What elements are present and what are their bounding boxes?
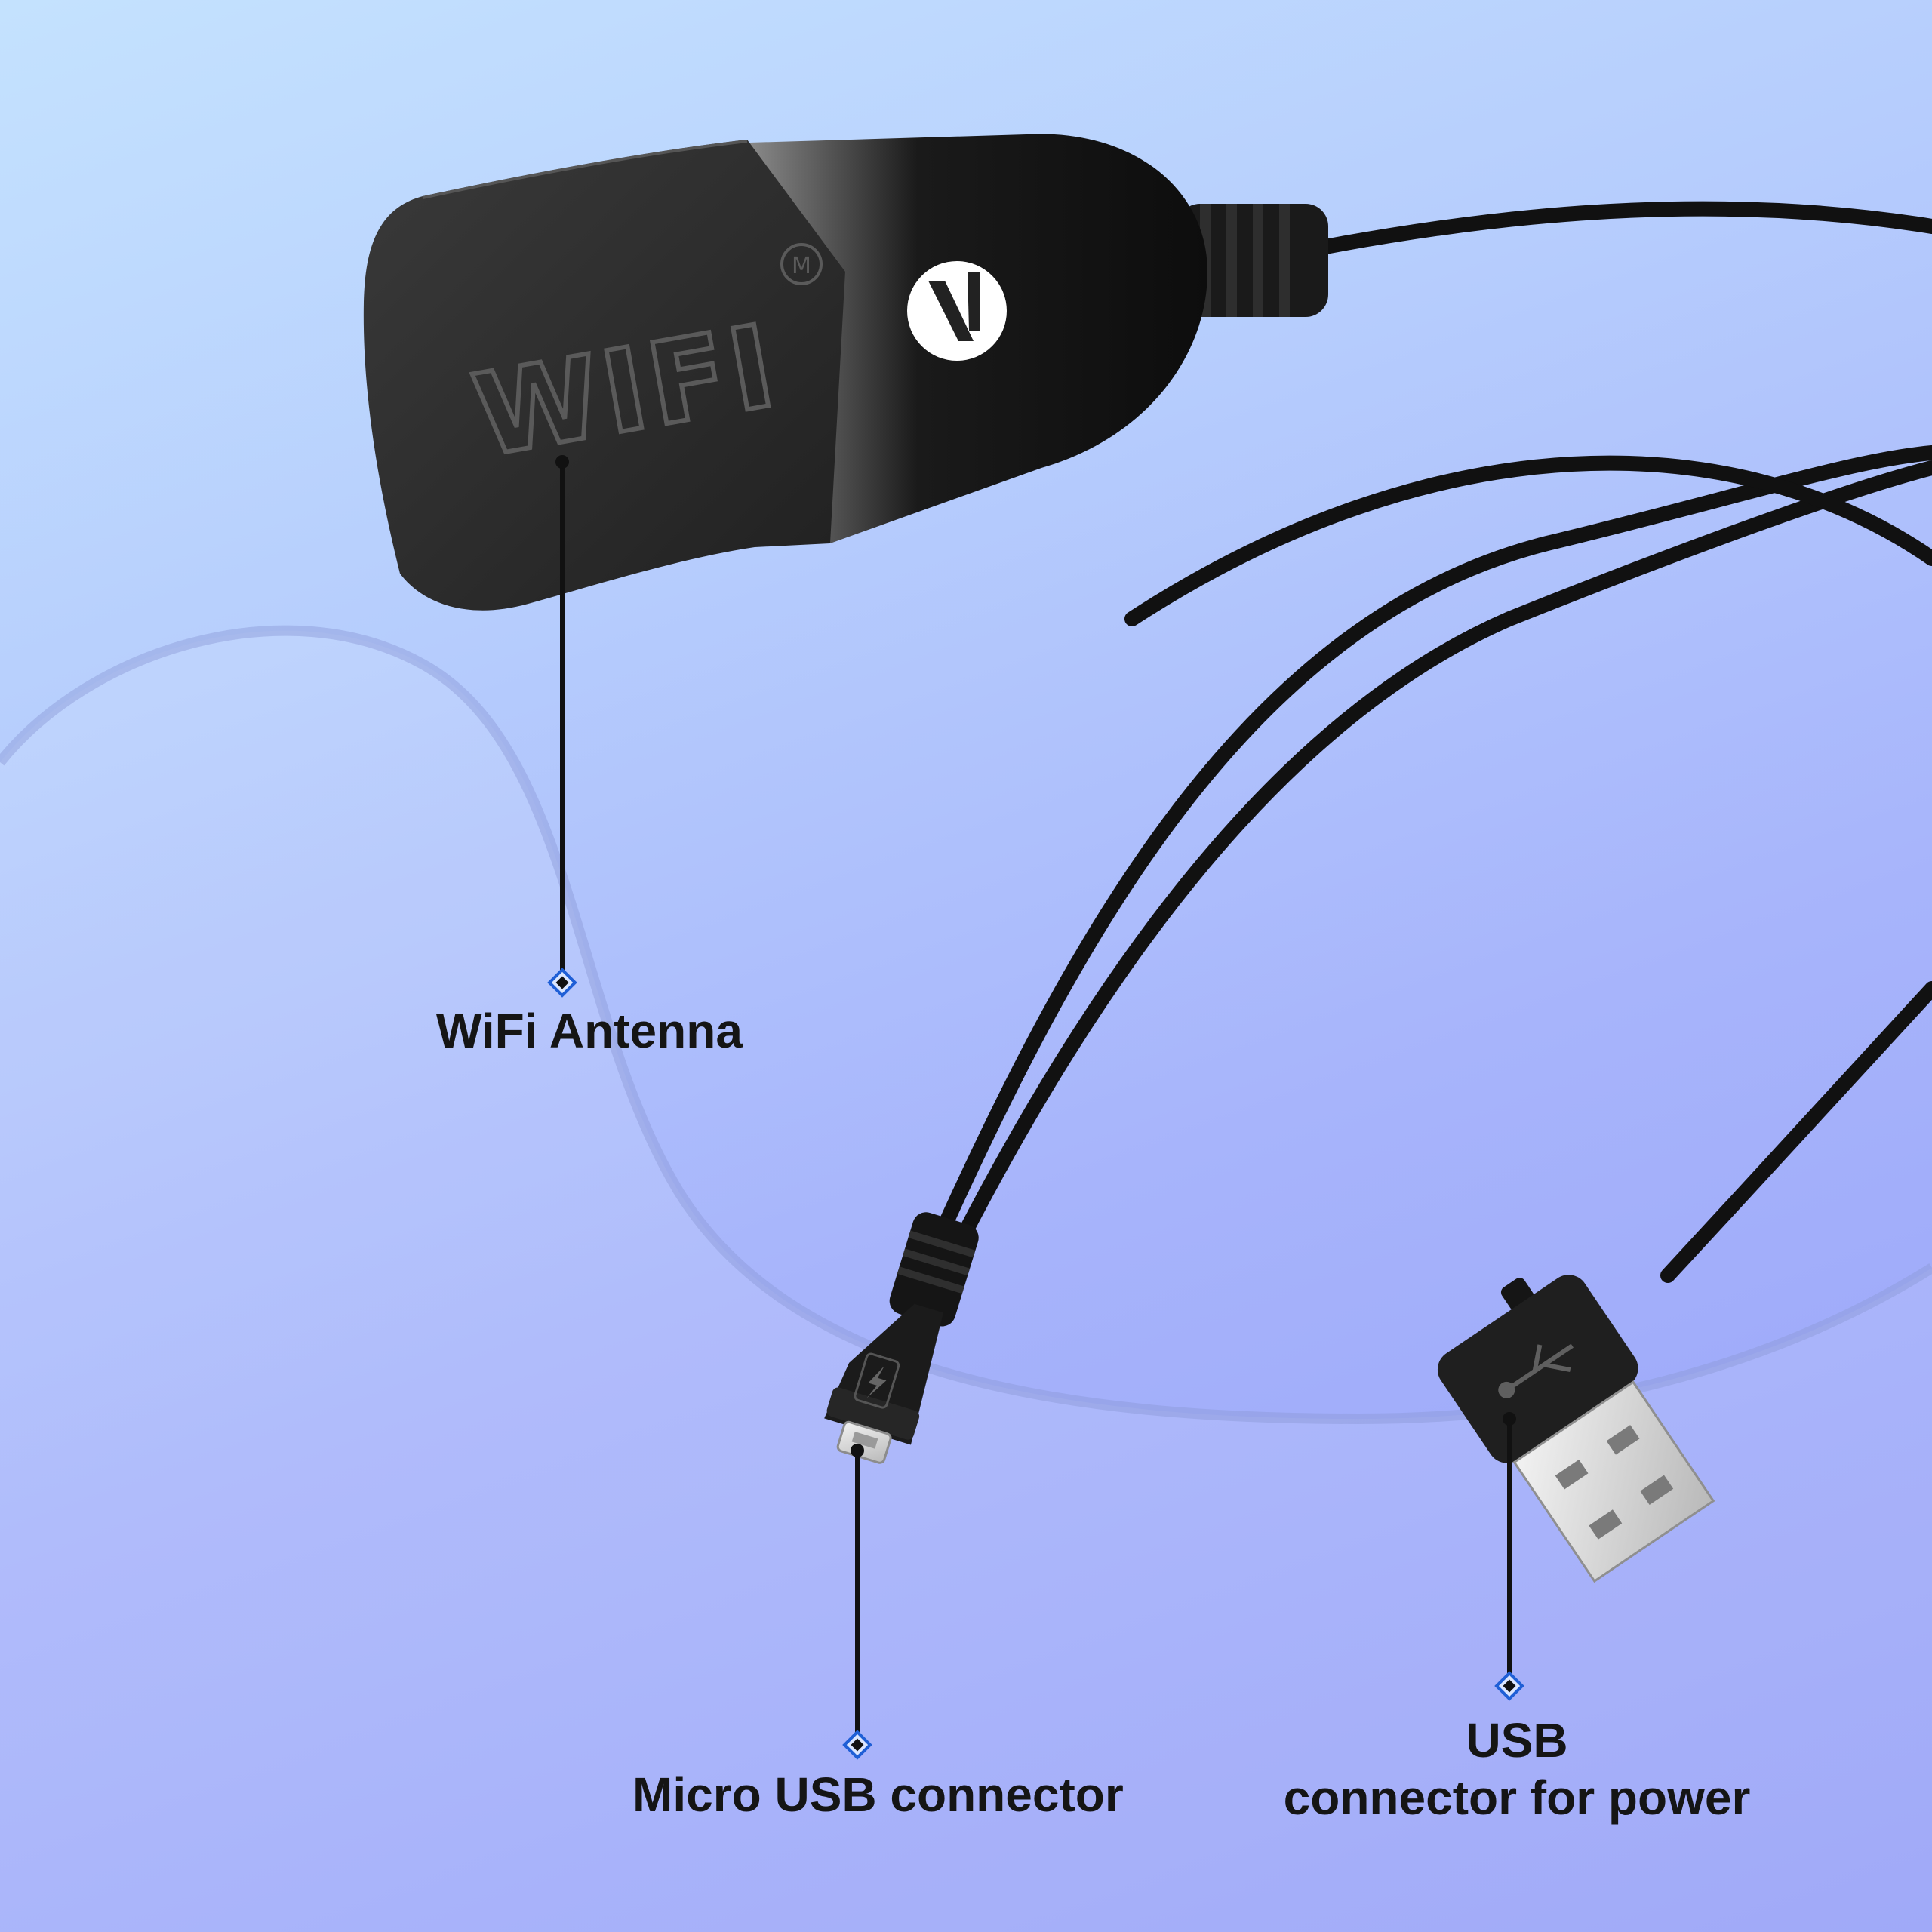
wifi-dongle: WIFI M — [363, 134, 1328, 611]
usb-power-connector-label: USB connector for power — [1275, 1712, 1758, 1826]
usb-power-label-line1: USB — [1466, 1713, 1568, 1767]
usb-trident-icon — [1498, 1343, 1574, 1398]
cable-splitter — [889, 1212, 979, 1327]
wifi-antenna-label: WiFi Antenna — [436, 1004, 743, 1058]
callout-micro-usb-pointer — [842, 1444, 872, 1760]
micro-usb-connector-label: Micro USB connector — [632, 1767, 1124, 1822]
svg-text:M: M — [792, 253, 811, 279]
callout-usb-power-pointer — [1494, 1412, 1524, 1701]
cable-loop — [1124, 455, 1932, 626]
trademark-mark-icon: M — [780, 243, 823, 285]
cable-main — [1306, 201, 1932, 257]
micro-usb-plug — [824, 1303, 943, 1464]
background-swoosh — [0, 630, 1932, 1932]
cable-split-a — [928, 445, 1932, 1253]
cable-usb — [1660, 981, 1932, 1283]
dongle-edge — [422, 140, 748, 199]
charge-bolt-icon — [854, 1352, 900, 1409]
usb-a-plug — [1437, 1275, 1715, 1583]
brand-logo-icon — [907, 261, 1007, 361]
callout-wifi-antenna-pointer — [547, 455, 577, 998]
cables — [928, 201, 1932, 1283]
dongle-front — [363, 140, 846, 611]
dongle-strain-relief — [1177, 204, 1328, 317]
usb-power-label-line2: connector for power — [1283, 1770, 1751, 1825]
